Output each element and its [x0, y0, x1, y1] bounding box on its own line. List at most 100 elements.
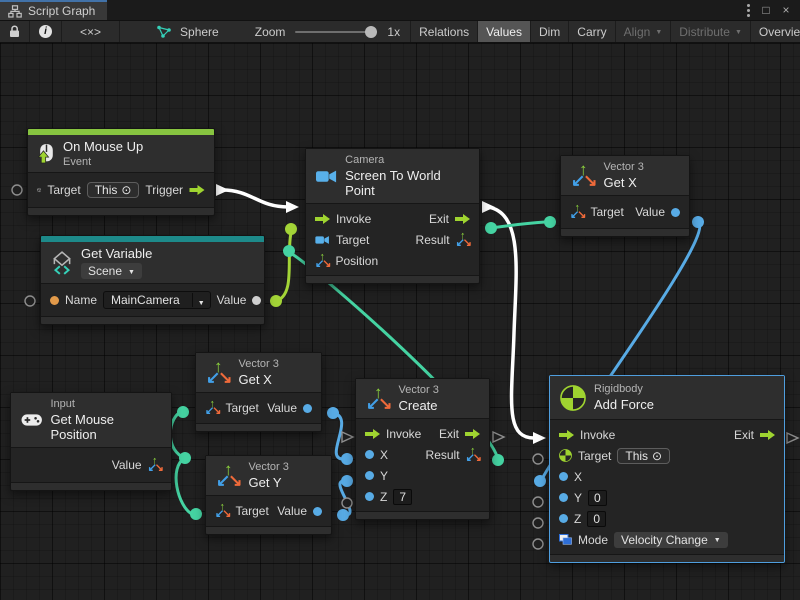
chevron-down-icon: ▼ [655, 29, 663, 36]
node-title: Get Variable [81, 246, 153, 261]
camera-exit-port[interactable] [482, 201, 495, 213]
target-label: Target [590, 205, 624, 219]
vector3-icon: ↑↙↘ [147, 455, 165, 474]
addforce-exit-port[interactable] [786, 431, 800, 445]
relations-button[interactable]: Relations [410, 21, 479, 42]
node-get-mouse-position[interactable]: Input Get Mouse Position Value ↑↙↘ [10, 392, 172, 491]
float-output-icon [671, 207, 680, 217]
enum-icon [559, 534, 572, 545]
node-vector3-get-x-mid[interactable]: ↑↙↘ Vector 3 Get X ↑↙↘ Target Value [195, 352, 322, 432]
camera-target-port[interactable] [285, 223, 297, 235]
node-vector3-get-y[interactable]: ↑↙↘ Vector 3 Get Y ↑↙↘ Target Value [205, 455, 332, 535]
values-button[interactable]: Values [478, 21, 531, 42]
getvariable-name-port[interactable] [24, 295, 36, 307]
node-header: Camera Screen To World Point [306, 149, 479, 203]
chevron-down-icon: ▼ [197, 300, 205, 307]
lock-button[interactable] [0, 21, 30, 42]
overview-button[interactable]: Overview [751, 21, 800, 42]
target-this-button[interactable]: This ⊙ [617, 447, 671, 464]
create-exit-port[interactable] [492, 430, 506, 444]
addforce-x-port[interactable] [534, 475, 546, 487]
window-menu-icon[interactable] [742, 3, 754, 17]
variable-name-dropdown[interactable]: MainCamera ▼ [103, 291, 211, 309]
addforce-target-port[interactable] [532, 453, 544, 465]
info-button[interactable]: i [30, 21, 62, 42]
addforce-z-port[interactable] [532, 517, 544, 529]
addforce-y-port[interactable] [532, 496, 544, 508]
target-label: Target [47, 183, 81, 197]
node-screen-to-world-point[interactable]: Camera Screen To World Point Invoke Exit [305, 148, 480, 284]
camera-position-port[interactable] [283, 245, 295, 257]
edit-graph-button[interactable]: <×> [62, 21, 121, 42]
graph-pointer-icon [157, 25, 171, 38]
node-on-mouse-up[interactable]: On Mouse Up Event Target This ⊙ Trigger [27, 128, 215, 216]
target-label: Target [225, 401, 259, 415]
node-header: ↑↙↘ Vector 3 Get X [196, 353, 321, 392]
y-label: Y [380, 468, 389, 483]
node-footer [11, 483, 171, 490]
create-y-port[interactable] [341, 475, 353, 487]
input-gamepad-icon [21, 414, 42, 426]
distribute-label: Distribute [679, 24, 730, 39]
row-target-value: ↑↙↘ Target Value [196, 397, 321, 419]
row-target-trigger: Target This ⊙ Trigger [28, 177, 214, 203]
distribute-dropdown[interactable]: Distribute ▼ [671, 21, 751, 42]
dim-button[interactable]: Dim [531, 21, 570, 42]
mouseposition-value-port[interactable] [179, 452, 191, 464]
target-this-button[interactable]: This ⊙ [86, 182, 140, 198]
variable-scope-dropdown[interactable]: Scene ▼ [81, 263, 142, 279]
invoke-label: Invoke [336, 211, 372, 226]
getxtop-value-port[interactable] [692, 216, 704, 228]
getvariable-value-port[interactable] [270, 295, 282, 307]
node-vector3-create[interactable]: ↑↙↘ Vector 3 Create Invoke Exit [355, 378, 490, 520]
node-vector3-get-x-top[interactable]: ↑↙↘ Vector 3 Get X ↑↙↘ Target Value [560, 155, 690, 237]
zoom-slider-handle[interactable] [365, 25, 378, 38]
row-y: Y 0 [550, 487, 784, 508]
variable-color-bar [41, 236, 264, 242]
node-add-force[interactable]: Rigidbody Add Force Invoke Exit [549, 375, 785, 563]
onmouseup-trigger-port[interactable] [216, 184, 229, 196]
y-value-field[interactable]: 0 [588, 489, 607, 506]
close-icon[interactable]: × [782, 3, 790, 17]
wire-mousepos-to-getx-target [168, 411, 187, 460]
camera-invoke-port[interactable] [286, 201, 299, 213]
carry-button[interactable]: Carry [569, 21, 616, 42]
z-value-field[interactable]: 7 [393, 488, 413, 505]
camera-result-port[interactable] [485, 222, 497, 234]
row-invoke-exit: Invoke Exit [306, 208, 479, 229]
create-result-port[interactable] [492, 454, 504, 466]
lock-icon [10, 25, 19, 37]
wire-mousepos-to-gety-target [174, 456, 194, 516]
node-category: Rigidbody [594, 383, 643, 395]
getxmid-target-port[interactable] [177, 406, 189, 418]
node-title: Get Y [248, 475, 282, 490]
node-header: ↑↙↘ Vector 3 Get X [561, 156, 689, 195]
addforce-mode-port[interactable] [532, 538, 544, 550]
zoom-slider[interactable] [295, 25, 378, 38]
getxtop-target-port[interactable] [544, 216, 556, 228]
gety-target-port[interactable] [190, 508, 202, 520]
create-invoke-port[interactable] [341, 430, 355, 444]
mouse-up-icon [38, 144, 53, 164]
graph-canvas[interactable]: On Mouse Up Event Target This ⊙ Trigger [0, 43, 800, 600]
addforce-invoke-port[interactable] [533, 432, 546, 444]
result-label: Result [415, 232, 450, 247]
node-title: Screen To World Point [345, 168, 441, 198]
value-label: Value [267, 401, 297, 415]
target-label: Target [336, 232, 370, 247]
node-get-variable[interactable]: Get Variable Scene ▼ Name MainCamera ▼ [40, 235, 265, 325]
maximize-icon[interactable]: □ [762, 3, 770, 17]
tab-script-graph[interactable]: Script Graph [0, 0, 108, 20]
row-target-result: Target Result ↑↙↘ [306, 229, 479, 250]
z-value-field[interactable]: 0 [587, 510, 607, 527]
create-x-port[interactable] [341, 453, 353, 465]
node-header: Rigidbody Add Force [550, 376, 784, 419]
getxmid-value-port[interactable] [327, 407, 339, 419]
mode-dropdown[interactable]: Velocity Change ▼ [614, 531, 728, 548]
exec-arrow-icon [760, 429, 775, 440]
onmouseup-target-port[interactable] [11, 184, 23, 196]
create-z-port[interactable] [341, 497, 353, 509]
gety-value-port[interactable] [337, 509, 349, 521]
vector3-icon: ↑↙↘ [205, 398, 222, 417]
align-dropdown[interactable]: Align ▼ [616, 21, 672, 42]
